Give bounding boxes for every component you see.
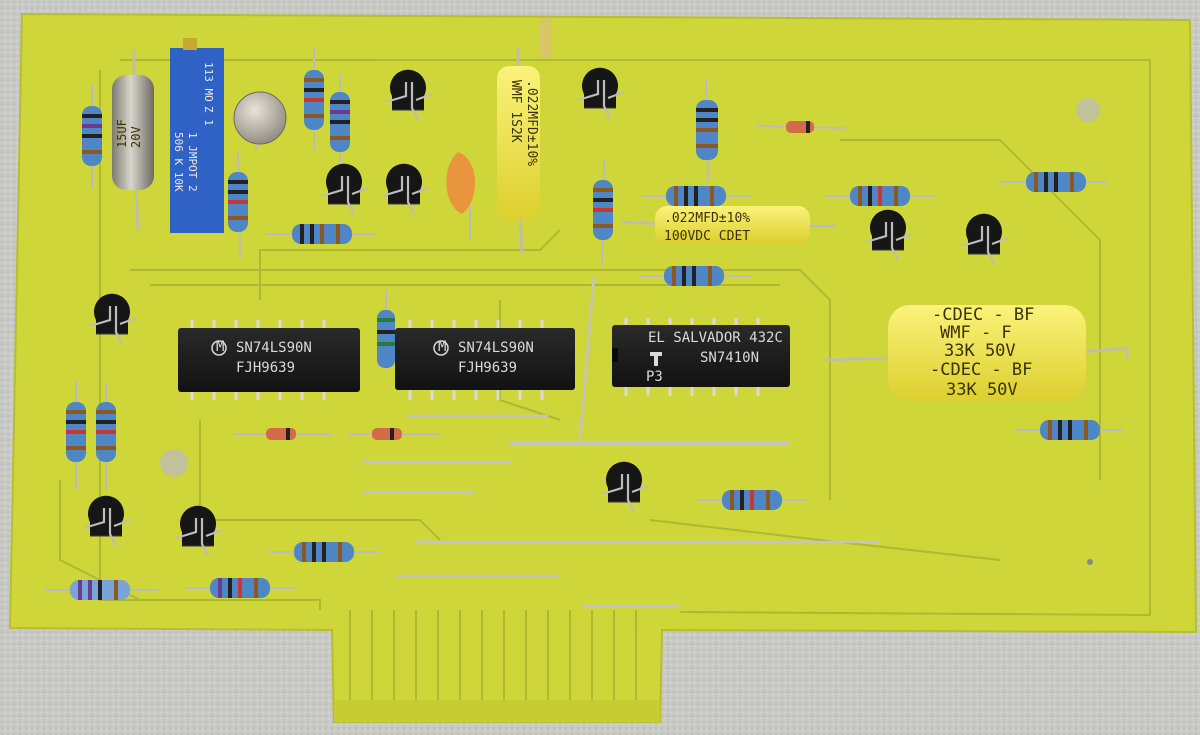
ic-chip-u2: M SN74LS90N FJH9639 [395,320,575,400]
capacitor-label: 33K 50V [944,341,1016,361]
motorola-logo-icon [211,340,227,356]
resistor [1000,172,1108,192]
resistor [593,159,613,267]
mounting-hole [1076,98,1100,122]
resistor [377,290,395,370]
diodes [234,121,847,440]
edge-connector [334,700,660,722]
capacitor-label: 100VDC CDET [664,229,750,244]
resistor [266,224,376,244]
capacitor-label: WMF - F [940,323,1012,343]
ceramic-capacitor [446,152,476,240]
resistor [228,151,248,259]
trimmer-potentiometer: 113 MO Z 1 1 JMPOT 2 506 K 10K [170,38,224,233]
capacitor-label: 33K 50V [946,380,1018,400]
trimmer-label: 506 K 10K [172,132,185,192]
motorola-logo-icon [433,340,449,356]
resistor [1016,420,1124,440]
capacitor-label: WMF 1S2K [508,80,523,143]
ic-marking-line1: SN74LS90N [458,340,534,356]
resistor [640,266,752,286]
ic-chip-u3: EL SALVADOR 432C SN7410N P3 [612,318,790,396]
jumper-wires [362,275,880,608]
capacitor-label: 15UF [115,119,129,148]
capacitor-label: -CDEC - BF [932,305,1034,325]
ti-logo-icon [650,352,662,366]
diode [755,121,847,133]
ic-marking-line2: FJH9639 [458,360,517,376]
ic-marking-line2: P3 [646,369,663,385]
resistor [268,542,380,562]
capacitor-c1: WMF 1S2K .022MFD±10% [497,48,540,255]
resistors [66,48,718,490]
svg-text:M: M [438,339,446,355]
trimmer-label: 1 JMPOT 2 [186,132,199,192]
resistor [826,186,934,206]
resistor [698,490,806,510]
resistor [96,382,116,490]
ic-marking-line0: EL SALVADOR 432C [648,330,783,346]
svg-text:M: M [216,339,224,355]
resistor [186,578,294,598]
trimmer-label: 113 MO [202,62,215,102]
metal-can-transistor [233,91,287,150]
board-marking [540,18,552,58]
capacitor-label: -CDEC - BF [930,360,1032,380]
resistor [44,580,158,600]
ic-marking-line1: SN74LS90N [236,340,312,356]
capacitor-label: .022MFD±10% [664,211,750,226]
diode [348,428,440,440]
ic-marking-line2: FJH9639 [236,360,295,376]
capacitor-c2: .022MFD±10% 100VDC CDET [621,206,836,244]
resistor [82,84,102,188]
capacitor-label: 20V [129,126,143,148]
resistor [330,74,350,168]
resistor [66,380,86,490]
diode [234,428,332,440]
via-hole [1087,559,1093,565]
ic-marking-line1: SN7410N [700,350,759,366]
mounting-hole [160,449,188,477]
capacitor-c4: 15UF 20V [112,50,154,231]
resistor [304,48,324,150]
ic-chip-u1: M SN74LS90N FJH9639 [178,320,360,400]
resistors-horizontal [44,172,1124,600]
trimmer-label: Z 1 [202,106,215,126]
capacitor-label: .022MFD±10% [524,80,539,166]
resistor [642,186,750,206]
capacitor-c3: -CDEC - BF WMF - F 33K 50V -CDEC - BF 33… [825,305,1130,401]
resistor [696,77,718,183]
